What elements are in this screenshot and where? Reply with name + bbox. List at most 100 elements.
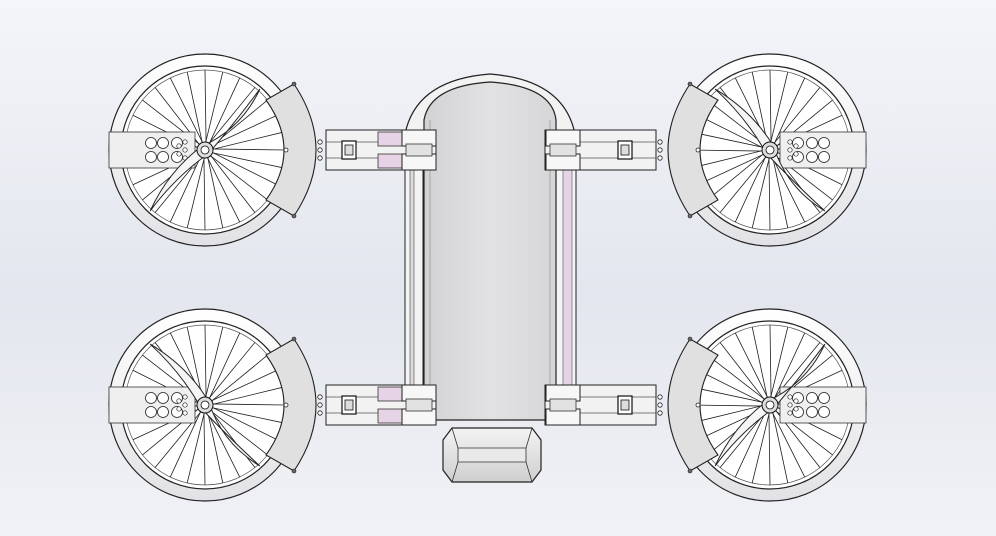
mount-hole bbox=[145, 151, 157, 163]
bolt bbox=[317, 402, 323, 408]
spoke bbox=[186, 71, 204, 145]
spoke bbox=[769, 326, 789, 400]
spoke bbox=[186, 155, 206, 229]
spoke bbox=[203, 410, 206, 486]
spoke bbox=[691, 131, 765, 149]
mount-bolt bbox=[182, 139, 188, 145]
mount-hole bbox=[157, 406, 169, 418]
spoke bbox=[751, 71, 769, 145]
propeller-nut bbox=[765, 145, 775, 155]
spoke bbox=[186, 326, 204, 400]
spoke bbox=[697, 153, 766, 186]
motor-mount-front-right bbox=[779, 131, 867, 169]
spoke bbox=[169, 409, 202, 478]
arm-rear-right bbox=[544, 384, 663, 426]
spoke bbox=[771, 410, 806, 478]
mount-hole bbox=[157, 151, 169, 163]
fuselage-body bbox=[423, 81, 557, 421]
spoke bbox=[204, 71, 224, 145]
hinge-pin bbox=[344, 144, 354, 156]
spoke bbox=[210, 403, 286, 406]
spoke bbox=[204, 324, 207, 400]
spoke bbox=[208, 77, 241, 146]
motor-mount-rear-right bbox=[779, 386, 867, 424]
spoke bbox=[691, 404, 765, 424]
propeller-nut bbox=[200, 145, 210, 155]
spoke bbox=[771, 410, 789, 484]
mount-hole bbox=[806, 406, 818, 418]
spoke bbox=[689, 404, 765, 407]
battery-pack bbox=[442, 427, 542, 483]
clamp-pin bbox=[405, 143, 433, 157]
spoke bbox=[707, 152, 765, 201]
spoke bbox=[734, 332, 769, 400]
spoke bbox=[206, 410, 241, 478]
spoke bbox=[697, 114, 765, 149]
propeller-nut bbox=[765, 400, 775, 410]
guard-bolt bbox=[695, 402, 701, 408]
side-rail-right-pink bbox=[562, 149, 573, 391]
bolt bbox=[317, 410, 323, 416]
spoke bbox=[773, 77, 806, 146]
spoke bbox=[707, 99, 767, 146]
spoke bbox=[697, 369, 765, 404]
spoke bbox=[751, 155, 771, 229]
mount-bolt bbox=[176, 151, 182, 157]
mount-bolt bbox=[793, 406, 799, 412]
spoke bbox=[768, 155, 771, 231]
mount-bolt bbox=[793, 398, 799, 404]
spoke bbox=[751, 410, 771, 484]
spokes bbox=[124, 324, 286, 486]
bolt bbox=[657, 139, 663, 145]
spoke bbox=[719, 342, 766, 402]
bolt bbox=[317, 139, 323, 145]
rotor-front-left bbox=[108, 53, 437, 247]
mount-bolt bbox=[182, 394, 188, 400]
rotor-assemblies bbox=[108, 53, 867, 502]
mount-bolt bbox=[176, 398, 182, 404]
rotor-rear-right bbox=[544, 308, 867, 502]
spoke bbox=[689, 149, 765, 152]
mount-hole bbox=[818, 151, 830, 163]
spoke bbox=[207, 342, 256, 400]
bolt bbox=[657, 410, 663, 416]
spoke bbox=[208, 332, 241, 401]
bolt bbox=[657, 402, 663, 408]
mount-hole bbox=[818, 137, 830, 149]
rotor-front-right bbox=[544, 53, 867, 247]
propeller-rear-right bbox=[714, 343, 826, 467]
spoke bbox=[206, 155, 224, 229]
guard-bolt bbox=[695, 147, 701, 153]
spoke bbox=[210, 406, 284, 424]
propeller-front-right bbox=[714, 88, 826, 212]
guard-tip bbox=[687, 213, 693, 219]
spoke bbox=[208, 154, 268, 201]
spoke bbox=[210, 406, 278, 441]
spoke bbox=[186, 410, 206, 484]
clamp-pin bbox=[405, 398, 433, 412]
clamp-pin bbox=[549, 398, 577, 412]
spoke bbox=[773, 332, 806, 401]
spoke bbox=[169, 154, 202, 223]
mount-hole bbox=[818, 406, 830, 418]
clamp-pin bbox=[549, 143, 577, 157]
arm-front-left bbox=[317, 129, 437, 171]
spoke bbox=[169, 77, 204, 145]
spoke bbox=[707, 354, 767, 401]
mount-bolt bbox=[787, 155, 793, 161]
mount-hole bbox=[157, 392, 169, 404]
spoke bbox=[771, 155, 806, 223]
spoke bbox=[734, 409, 767, 478]
spoke bbox=[751, 326, 769, 400]
arm-front-right bbox=[544, 129, 663, 171]
clamp-pink bbox=[377, 408, 405, 424]
spoke bbox=[204, 69, 207, 145]
spoke bbox=[203, 155, 206, 231]
bolt bbox=[317, 155, 323, 161]
arm-rear-left bbox=[317, 384, 437, 426]
motor-mount-rear-left bbox=[108, 386, 196, 424]
mount-bolt bbox=[793, 143, 799, 149]
mount-bolt bbox=[787, 147, 793, 153]
guard-tip bbox=[687, 336, 693, 342]
spoke bbox=[208, 409, 268, 456]
